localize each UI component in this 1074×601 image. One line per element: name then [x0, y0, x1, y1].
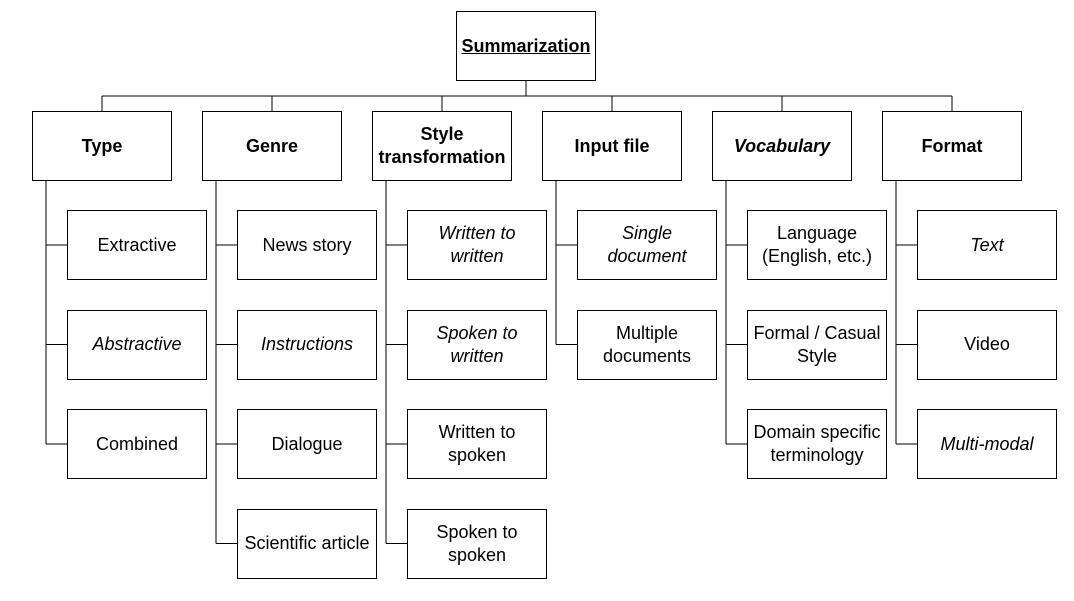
item-text: Text — [917, 210, 1057, 280]
item-scientific-article: Scientific article — [237, 508, 377, 579]
item-written-to-written: Written to written — [407, 210, 547, 280]
item-formal-casual-style: Formal / Casual Style — [747, 309, 887, 380]
item-multi-modal: Multi-modal — [917, 409, 1057, 479]
item-spoken-to-spoken: Spoken to spoken — [407, 508, 547, 579]
item-spoken-to-written: Spoken to written — [407, 309, 547, 380]
root-node: Summarization — [456, 11, 596, 81]
item-abstractive: Abstractive — [67, 309, 207, 380]
category-type: Type — [32, 111, 172, 181]
category-style-transformation: Style transformation — [372, 111, 512, 181]
item-instructions: Instructions — [237, 309, 377, 380]
item-domain-specific-terminology: Domain specific terminology — [747, 409, 887, 479]
item-video: Video — [917, 309, 1057, 380]
category-genre: Genre — [202, 111, 342, 181]
category-input-file: Input file — [542, 111, 682, 181]
item-language-english-etc: Language (English, etc.) — [747, 210, 887, 280]
item-combined: Combined — [67, 409, 207, 479]
category-format: Format — [882, 111, 1022, 181]
item-news-story: News story — [237, 210, 377, 280]
item-extractive: Extractive — [67, 210, 207, 280]
item-multiple-documents: Multiple documents — [577, 309, 717, 380]
item-single-document: Single document — [577, 210, 717, 280]
item-dialogue: Dialogue — [237, 409, 377, 479]
category-vocabulary: Vocabulary — [712, 111, 852, 181]
item-written-to-spoken: Written to spoken — [407, 409, 547, 479]
